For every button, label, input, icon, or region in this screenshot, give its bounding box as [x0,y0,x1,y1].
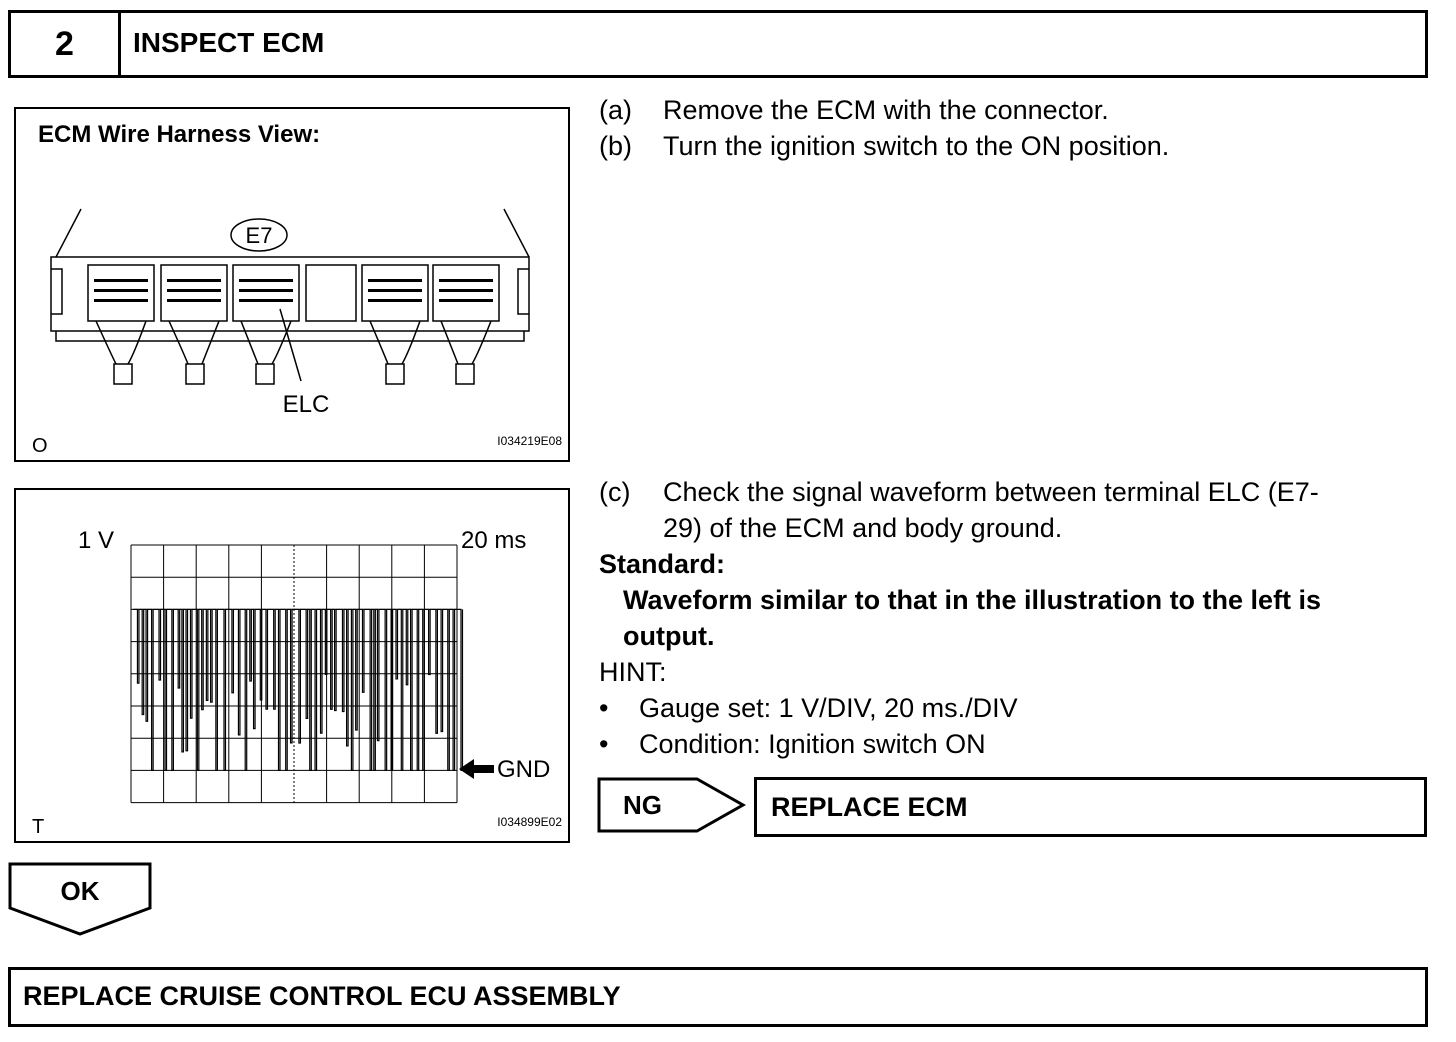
step-text: Turn the ignition switch to the ON posit… [663,131,1170,161]
step-text-line1: Check the signal waveform between termin… [663,477,1319,507]
bullet-icon: • [599,729,609,759]
volt-div-label: 1 V [78,527,114,554]
connector-label: E7 [246,223,273,248]
waveform-trace [133,608,464,771]
gnd-arrow-icon [459,759,494,779]
bullet-icon: • [599,693,609,723]
final-action-box: REPLACE CRUISE CONTROL ECU ASSEMBLY [8,967,1428,1027]
step-label: (a) [599,95,632,125]
terminal-label: ELC [283,391,330,418]
ng-label: NG [623,790,662,820]
standard-text-line2: output. [623,621,715,651]
ok-arrow-icon: OK [8,862,152,936]
figure-corner-mark: O [32,435,48,457]
standard-heading: Standard: [599,549,726,579]
step-header: 2 INSPECT ECM [8,10,1428,78]
figure-corner-mark: T [32,816,44,838]
standard-text-line1: Waveform similar to that in the illustra… [623,585,1322,615]
ecm-connector-illustration: E7 ELC O I034219E08 [32,208,562,457]
step-text: Remove the ECM with the connector. [663,95,1109,125]
instruction-c-continued: 29) of the ECM and body ground. [663,513,1063,543]
ok-label: OK [61,876,100,906]
step-label: (b) [599,131,632,161]
figure-code: I034219E08 [497,434,562,448]
figure-code: I034899E02 [497,815,562,829]
time-div-label: 20 ms [461,527,526,554]
ng-arrow-icon: NG [597,777,747,833]
figure-title: ECM Wire Harness View: [38,121,321,148]
ecm-harness-figure: ECM Wire Harness View: [14,107,570,462]
hint-heading: HINT: [599,657,667,687]
waveform-figure: 1 V 20 ms GND T I034899E02 [14,488,570,843]
step-label: (c) [599,477,631,507]
ng-result-box: REPLACE ECM [754,777,1427,837]
gnd-label: GND [497,756,550,783]
step-number: 2 [11,13,121,75]
oscilloscope-illustration: 1 V 20 ms GND T I034899E02 [32,527,562,838]
step-title: INSPECT ECM [133,27,325,58]
